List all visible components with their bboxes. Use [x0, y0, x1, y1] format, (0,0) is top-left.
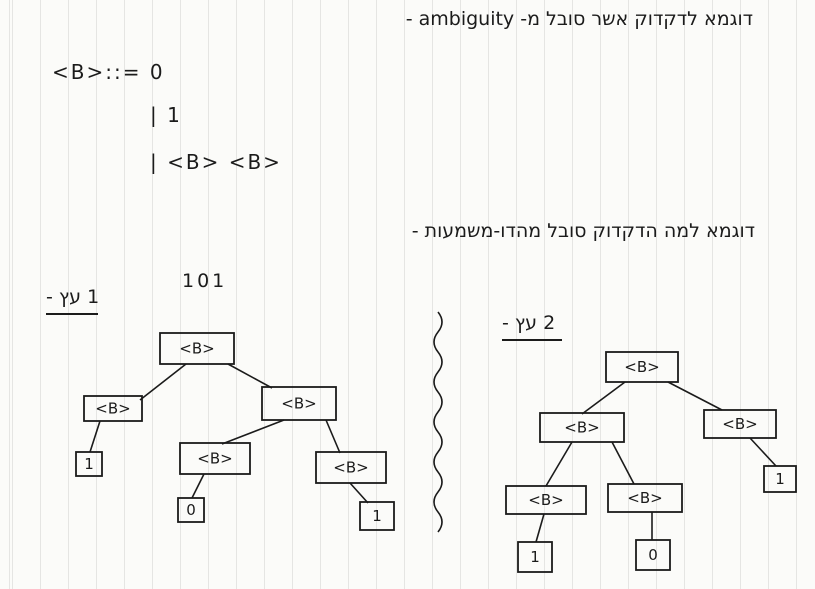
tree1-label: 1 עץ -: [46, 286, 100, 308]
tree1-node-right: <B>: [261, 386, 337, 421]
tree1-node-label: <B>: [281, 395, 316, 413]
tree2-node-left: <B>: [539, 412, 625, 443]
tree1-node-label: 1: [372, 507, 382, 525]
tree2-node-label: <B>: [722, 415, 757, 433]
tree1-edge: [325, 419, 341, 454]
tree2-node-left-left: <B>: [505, 485, 587, 515]
tree1-node-label: <B>: [197, 450, 232, 468]
grammar-alternative-2: | <B> <B>: [150, 150, 282, 174]
tree1-node-label: <B>: [95, 400, 130, 418]
tree2-node-label: 0: [648, 546, 658, 564]
tree1-node-right-left: <B>: [179, 442, 251, 475]
tree2-node-label: <B>: [624, 358, 659, 376]
tree2-node-label: 1: [775, 470, 785, 488]
tree2-node-left-right: <B>: [607, 483, 683, 513]
tree1-edge: [89, 420, 101, 453]
tree2-edge: [749, 437, 777, 467]
tree2-edges: [535, 381, 777, 543]
divider-squiggle: [433, 311, 443, 533]
tree2-node-right: <B>: [703, 409, 777, 439]
tree1-node-label: <B>: [333, 459, 368, 477]
tree1-edge: [349, 482, 369, 504]
grammar-rule-head: <B>::= 0: [52, 60, 165, 84]
tree2-edge: [667, 381, 723, 411]
tree1-node-left: <B>: [83, 395, 143, 422]
tree1-leaf-1b: 1: [359, 501, 395, 531]
input-string: 101: [182, 270, 228, 292]
tree1-leaf-0: 0: [177, 497, 205, 523]
tree1-node-right-right: <B>: [315, 451, 387, 484]
tree1-leaf-1: 1: [75, 451, 103, 477]
tree2-leaf-1b: 1: [517, 541, 553, 573]
tree2-node-root: <B>: [605, 351, 679, 383]
tree2-label: 2 עץ -: [502, 312, 556, 334]
tree2-label-underline: [502, 339, 562, 341]
tree1-node-label: <B>: [179, 340, 214, 358]
tree2-edge: [611, 441, 635, 485]
tree2-node-label: 1: [530, 548, 540, 566]
tree2-node-label: <B>: [564, 419, 599, 437]
tree2-edge: [535, 513, 545, 543]
note-line-ambiguity: דוגמא לדקדוק אשר סובל מ- ambiguity -: [405, 8, 753, 30]
tree2-leaf-1: 1: [763, 465, 797, 493]
tree2-leaf-0: 0: [635, 539, 671, 571]
tree1-node-root: <B>: [159, 332, 235, 365]
tree1-label-underline: [46, 313, 98, 315]
tree1-edge: [221, 419, 285, 445]
tree1-node-label: 1: [84, 455, 94, 473]
tree2-edge: [581, 381, 626, 415]
tree2-node-label: <B>: [528, 491, 563, 509]
note-line-example: דוגמא למה הדקדוק סובל מהדו-משמעות -: [411, 220, 755, 242]
tree1-edges: [89, 363, 369, 504]
tree1-edge: [139, 363, 187, 401]
tree1-edge: [191, 473, 205, 499]
tree2-edge: [545, 441, 573, 487]
tree1-edge: [227, 363, 273, 389]
tree2-node-label: <B>: [627, 489, 662, 507]
tree1-node-label: 0: [186, 501, 196, 519]
grammar-alternative-1: | 1: [150, 103, 182, 127]
